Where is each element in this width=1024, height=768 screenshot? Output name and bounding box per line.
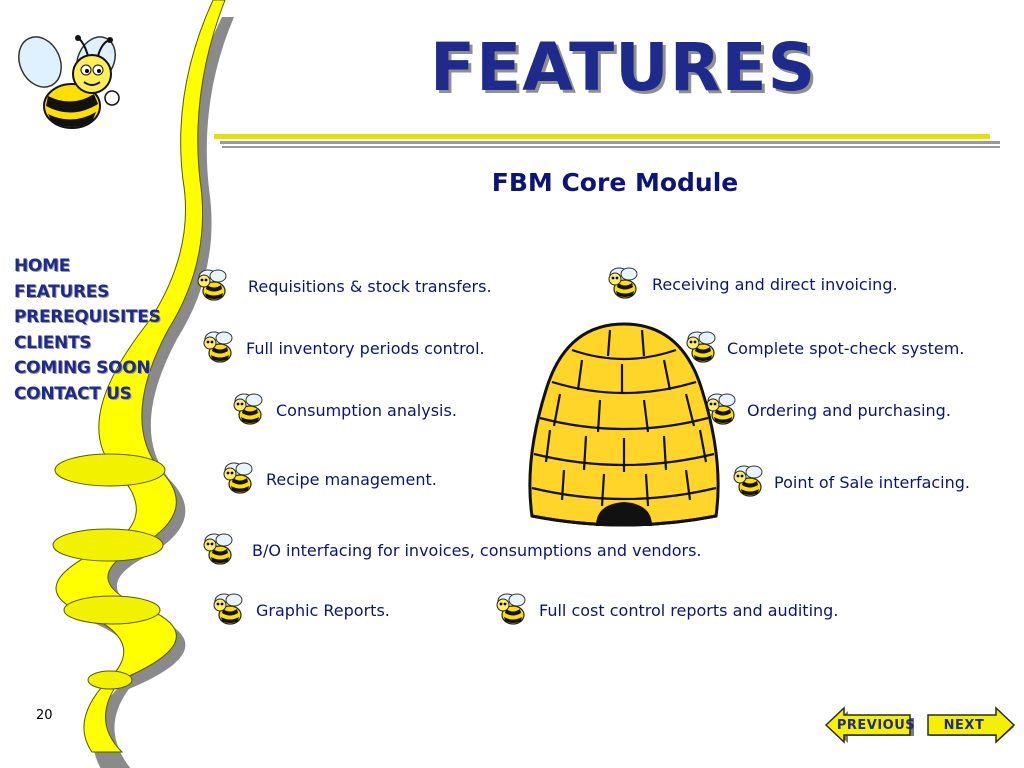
bee-bullet-icon — [733, 465, 763, 497]
feature-item: Graphic Reports. — [210, 592, 390, 628]
module-subtitle: FBM Core Module — [491, 168, 739, 197]
feature-label: Graphic Reports. — [256, 600, 390, 620]
feature-item: Consumption analysis. — [230, 392, 457, 428]
feature-label: Complete spot-check system. — [727, 338, 965, 358]
feature-item: Full cost control reports and auditing. — [493, 592, 838, 628]
previous-label: PREVIOUS — [836, 717, 916, 733]
arrow-left-icon — [824, 706, 914, 744]
nav-home[interactable]: HOME — [14, 256, 71, 276]
nav-contact-us[interactable]: CONTACT US — [14, 383, 132, 404]
side-navigation: HOME FEATURES PREREQUISITES CLIENTS COMI… — [14, 254, 161, 407]
bee-bullet-icon — [608, 267, 638, 299]
nav-coming-soon[interactable]: COMING SOON — [14, 358, 151, 378]
bee-bullet-icon — [197, 269, 227, 301]
next-button[interactable]: NEXT — [924, 705, 1016, 745]
feature-label: Point of Sale interfacing. — [774, 472, 970, 492]
feature-label: Recipe management. — [266, 469, 437, 489]
feature-item: Requisitions & stock transfers. — [194, 268, 492, 304]
feature-item: Ordering and purchasing. — [703, 392, 951, 428]
feature-label: Receiving and direct invoicing. — [652, 274, 898, 294]
bee-bullet-icon — [203, 533, 233, 565]
feature-item: Full inventory periods control. — [200, 330, 485, 366]
bee-bullet-icon — [213, 593, 243, 625]
feature-label: Full cost control reports and auditing. — [539, 600, 839, 620]
page-number: 20 — [36, 708, 53, 723]
bee-bullet-icon — [233, 393, 263, 425]
feature-label: Full inventory periods control. — [246, 338, 485, 358]
bee-bullet-icon — [203, 331, 233, 363]
feature-item: Recipe management. — [220, 461, 437, 497]
feature-label: Requisitions & stock transfers. — [248, 276, 492, 296]
previous-button[interactable]: PREVIOUS — [824, 705, 916, 745]
feature-label: Consumption analysis. — [276, 400, 457, 420]
page-title: FEATURES — [430, 29, 817, 106]
feature-item: Complete spot-check system. — [683, 330, 964, 366]
bee-bullet-icon — [223, 462, 253, 494]
feature-item: B/O interfacing for invoices, consumptio… — [200, 532, 702, 568]
beehive-icon — [528, 322, 720, 527]
nav-prerequisites[interactable]: PREREQUISITES — [14, 307, 161, 327]
nav-features[interactable]: FEATURES — [14, 281, 110, 302]
feature-item: Point of Sale interfacing. — [730, 464, 970, 500]
arrow-right-icon — [927, 706, 1016, 744]
next-label: NEXT — [943, 717, 985, 733]
bee-mascot-icon — [18, 35, 120, 129]
nav-clients[interactable]: CLIENTS — [14, 332, 92, 353]
feature-label: Ordering and purchasing. — [747, 400, 951, 420]
feature-label: B/O interfacing for invoices, consumptio… — [252, 540, 702, 560]
bee-bullet-icon — [496, 593, 526, 625]
feature-item: Receiving and direct invoicing. — [605, 266, 898, 302]
